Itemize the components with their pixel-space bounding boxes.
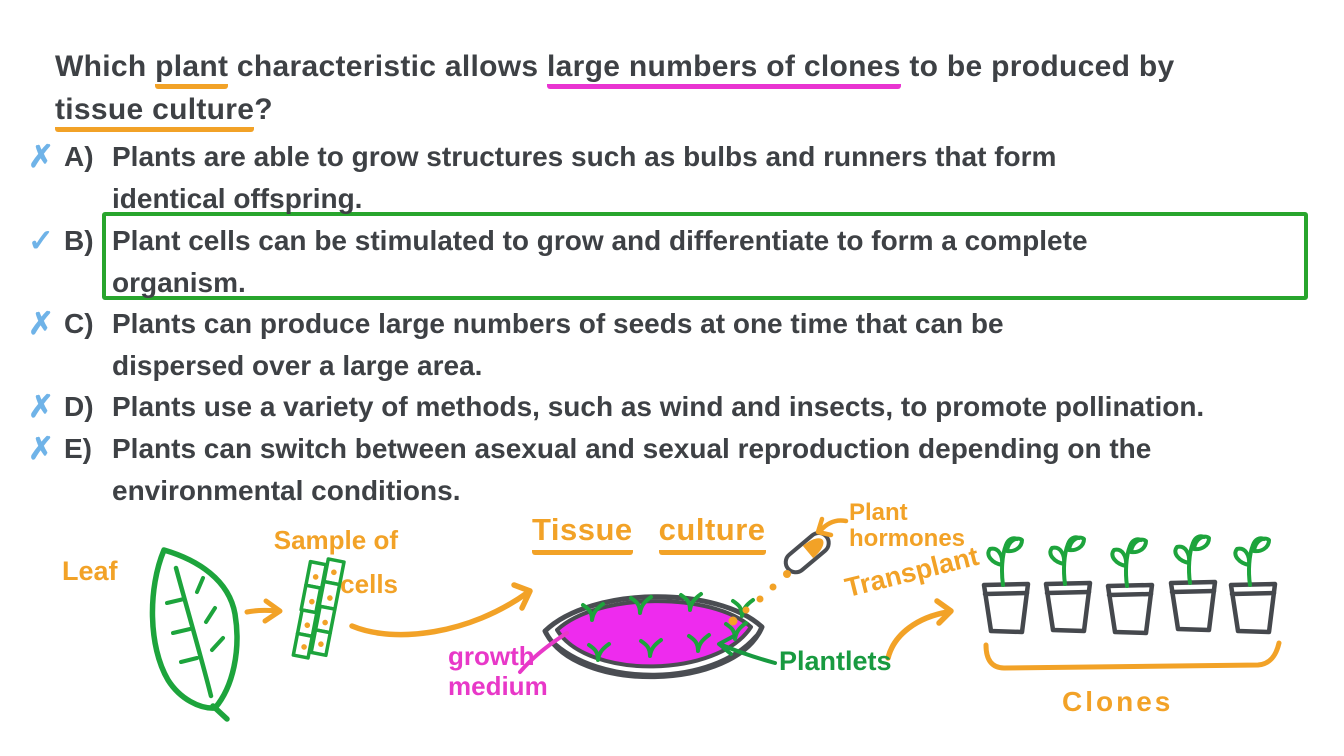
title-word: Tissue: [532, 512, 633, 555]
clones-bracket: [983, 640, 1282, 671]
leaf-drawing: [149, 547, 240, 722]
question-text: ?: [254, 93, 273, 126]
growth-medium-label: growth medium: [448, 641, 548, 701]
correct-answer-box: [102, 212, 1308, 300]
option-letter: B): [64, 225, 94, 256]
incorrect-mark-icon: ✗: [28, 139, 54, 174]
option-text-line: dispersed over a large area.: [112, 350, 483, 381]
leaf-to-cells-arrow: [244, 598, 283, 624]
option-letter: E): [64, 433, 92, 464]
transplant-arrow: [885, 598, 954, 661]
cells-to-dish-arrow: [349, 582, 533, 638]
question-text: to be produced by: [900, 50, 1175, 83]
option-text-line: Plants are able to grow structures such …: [112, 141, 1057, 172]
petri-dish-drawing: [542, 592, 765, 680]
leaf-label: Leaf: [62, 556, 118, 586]
option-row-c: ✗ C) Plants can produce large numbers of…: [28, 303, 1004, 387]
incorrect-mark-icon: ✗: [28, 431, 54, 466]
pot-with-seedling: [1043, 535, 1093, 634]
question-highlight-clones: large numbers of clones: [547, 50, 901, 89]
plant-hormones-label: Plant hormones: [849, 499, 966, 552]
option-row-a: ✗ A) Plants are able to grow structures …: [28, 136, 1056, 220]
option-text: Plants can produce large numbers of seed…: [112, 303, 1004, 387]
pot-with-seedling: [981, 536, 1031, 635]
correct-mark-icon: ✓: [28, 223, 54, 258]
option-text-line: Plants use a variety of methods, such as…: [112, 391, 1205, 422]
question-line-2: tissue culture?: [55, 93, 273, 132]
title-word: culture: [658, 512, 766, 555]
tissue-culture-diagram: [149, 516, 1282, 722]
incorrect-mark-icon: ✗: [28, 306, 54, 341]
plantlets-arrow: [717, 634, 777, 665]
plantlets-label: Plantlets: [779, 646, 892, 676]
plantlet-sprouts: [581, 592, 755, 662]
option-row-b: ✓ B) Plant cells can be stimulated to gr…: [28, 220, 1088, 304]
option-letter: C): [64, 308, 94, 339]
pot-with-seedling: [1168, 534, 1218, 633]
incorrect-mark-icon: ✗: [28, 389, 54, 424]
option-text-line: environmental conditions.: [112, 475, 461, 506]
option-text-line: Plants can produce large numbers of seed…: [112, 308, 1004, 339]
growth-medium-fill: [555, 599, 753, 669]
option-text-line: Plants can switch between asexual and se…: [112, 433, 1152, 464]
clone-pots: [981, 534, 1278, 636]
sample-of-cells-label: Sample of cells: [273, 525, 398, 599]
pot-with-seedling: [1228, 536, 1278, 635]
option-row-d: ✗ D) Plants use a variety of methods, su…: [28, 386, 1204, 428]
question-line-1: Which plant characteristic allows large …: [55, 50, 1175, 89]
option-text-line: identical offspring.: [112, 183, 363, 214]
dropper-icon: [728, 531, 831, 626]
option-row-e: ✗ E) Plants can switch between asexual a…: [28, 428, 1151, 512]
question-text: characteristic allows: [228, 50, 548, 83]
option-text-line: organism.: [112, 267, 246, 298]
pot-with-seedling: [1105, 537, 1155, 636]
question-highlight-plant: plant: [155, 50, 229, 89]
option-letter: D): [64, 391, 94, 422]
growth-medium-pointer-line: [518, 631, 569, 674]
question-text: Which: [55, 50, 156, 83]
option-letter: A): [64, 141, 94, 172]
plant-hormones-arrow: [815, 516, 849, 538]
question-highlight-tissue-culture: tissue culture: [55, 93, 255, 132]
option-text-line: Plant cells can be stimulated to grow an…: [112, 225, 1088, 256]
option-text: Plants use a variety of methods, such as…: [112, 386, 1204, 428]
clones-label: Clones: [1062, 686, 1174, 717]
option-text: Plant cells can be stimulated to grow an…: [112, 220, 1088, 304]
option-text: Plants are able to grow structures such …: [112, 136, 1056, 220]
droplet-dots: [728, 570, 791, 626]
option-text: Plants can switch between asexual and se…: [112, 428, 1151, 512]
cell-sample-drawing: [291, 557, 346, 660]
tissue-culture-title: Tissue culture: [532, 512, 766, 555]
